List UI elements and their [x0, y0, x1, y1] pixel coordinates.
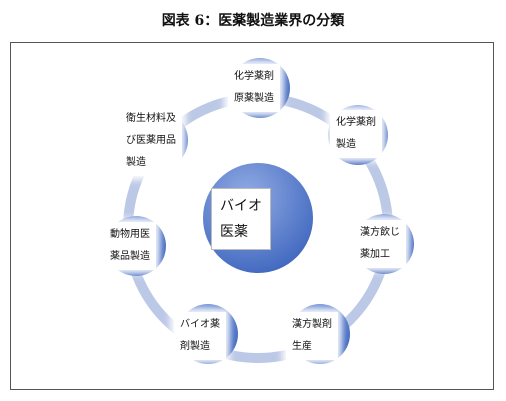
diagram-frame	[10, 42, 494, 390]
node-label-veterinary: 動物用医 薬品製造	[104, 222, 156, 270]
node-label-kampo-decoction: 漢方飲じ 薬加工	[354, 220, 406, 268]
node-label-bio-drug: バイオ薬 剤製造	[174, 312, 226, 360]
node-label-sanitary-materials: 衛生材料及 び医薬用品 製造	[120, 106, 182, 176]
center-node-label: バイオ 医薬	[211, 188, 271, 250]
node-label-kampo-formulation: 漢方製剤 生産	[286, 312, 338, 360]
node-label-chemical-api: 化学薬剤 原薬製造	[228, 64, 280, 112]
figure-title: 図表 6：医薬製造業界の分類	[161, 13, 345, 29]
node-label-chemical-drug: 化学薬剤 製造	[330, 110, 382, 158]
